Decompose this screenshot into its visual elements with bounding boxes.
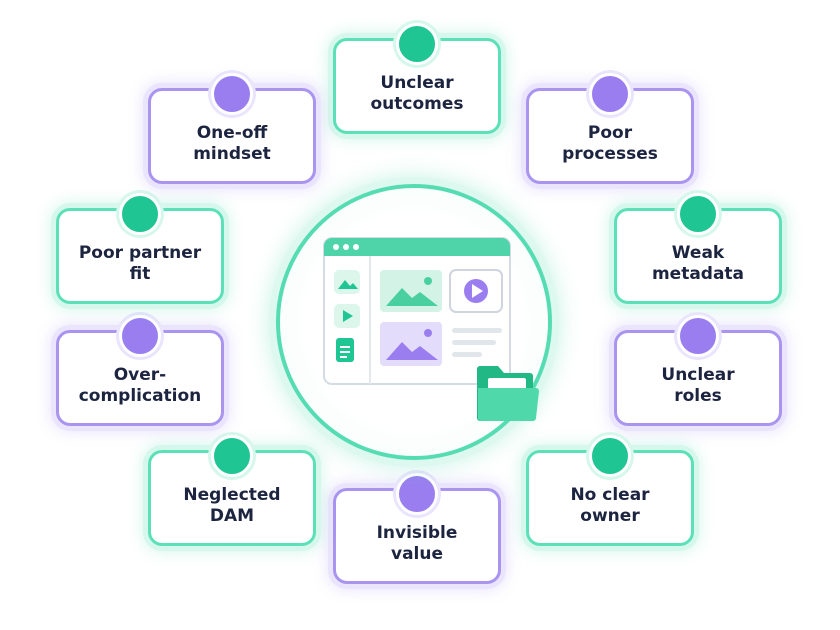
node-poor-partner-fit: Poor partner fit bbox=[56, 193, 224, 304]
node-one-off-mindset: One-off mindset bbox=[148, 73, 316, 184]
node-dot-icon bbox=[677, 315, 719, 357]
node-invisible-value: Invisible value bbox=[333, 473, 501, 584]
node-label: One-off mindset bbox=[193, 123, 271, 164]
node-dot-icon bbox=[211, 435, 253, 477]
node-dot-icon bbox=[211, 73, 253, 115]
node-dot-icon bbox=[589, 435, 631, 477]
node-label: No clear owner bbox=[570, 485, 650, 526]
node-neglected-dam: Neglected DAM bbox=[148, 435, 316, 546]
node-dot-icon bbox=[119, 193, 161, 235]
node-label: Unclear roles bbox=[661, 365, 735, 406]
node-dot-icon bbox=[677, 193, 719, 235]
node-over-complication: Over- complication bbox=[56, 315, 224, 426]
node-dot-icon bbox=[119, 315, 161, 357]
media-library-window-icon bbox=[323, 237, 539, 421]
node-unclear-roles: Unclear roles bbox=[614, 315, 782, 426]
node-no-clear-owner: No clear owner bbox=[526, 435, 694, 546]
central-hub bbox=[276, 184, 552, 460]
node-label: Poor partner fit bbox=[78, 243, 202, 284]
node-label: Weak metadata bbox=[651, 243, 745, 284]
node-label: Invisible value bbox=[376, 523, 458, 564]
node-label: Unclear outcomes bbox=[370, 73, 464, 114]
node-label: Neglected DAM bbox=[183, 485, 281, 526]
node-weak-metadata: Weak metadata bbox=[614, 193, 782, 304]
node-dot-icon bbox=[396, 23, 438, 65]
node-unclear-outcomes: Unclear outcomes bbox=[333, 23, 501, 134]
node-label: Over- complication bbox=[78, 365, 202, 406]
node-label: Poor processes bbox=[562, 123, 658, 164]
node-dot-icon bbox=[589, 73, 631, 115]
node-dot-icon bbox=[396, 473, 438, 515]
node-poor-processes: Poor processes bbox=[526, 73, 694, 184]
